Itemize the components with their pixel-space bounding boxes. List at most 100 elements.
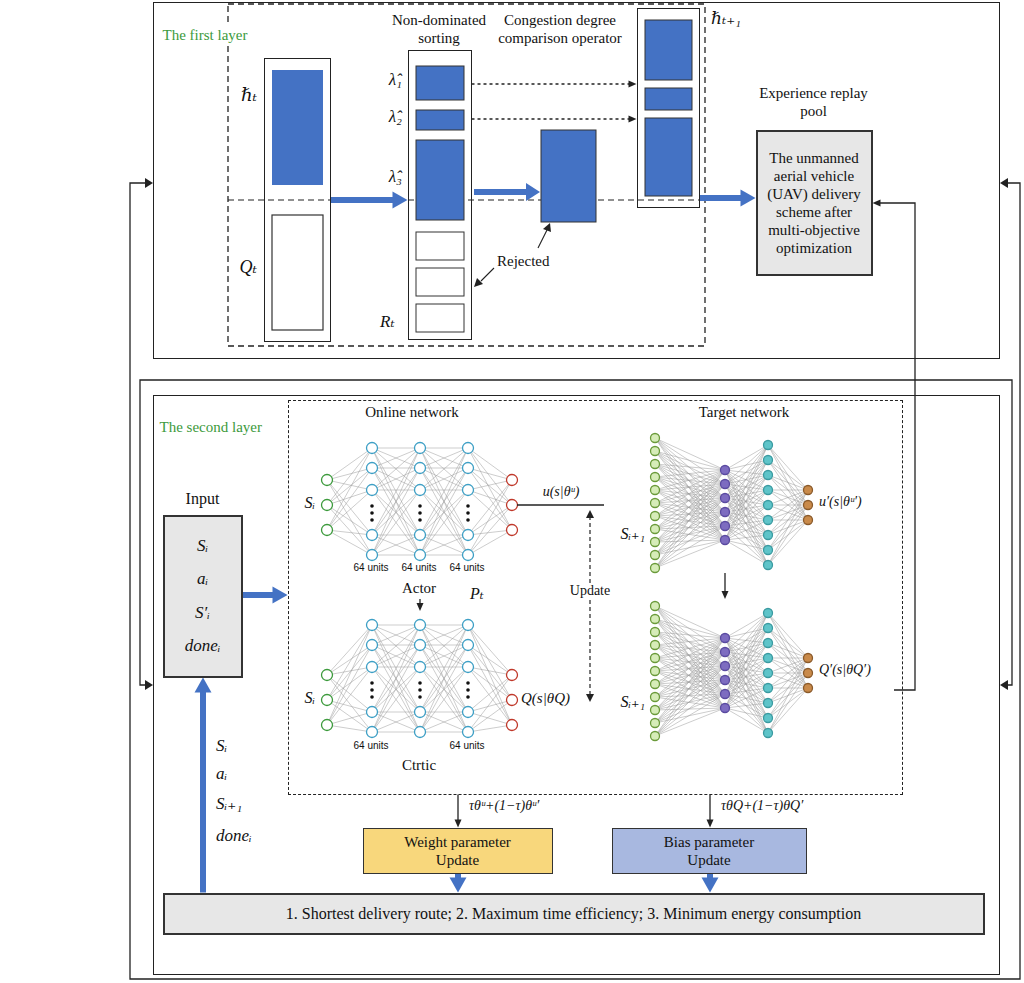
neuron (764, 609, 773, 618)
front-symbol: λ̂₂ (389, 107, 402, 127)
network-link (468, 625, 512, 700)
input-symbol: Sᵢ (216, 736, 227, 756)
network-link (420, 448, 468, 490)
population-column: ℏₜQₜ (264, 58, 331, 342)
update-box: Bias parameter Update (612, 828, 807, 874)
network-link (372, 625, 420, 626)
network-link (655, 694, 725, 710)
network-link (725, 666, 768, 718)
network-link (725, 470, 768, 520)
neuron (463, 485, 474, 496)
network-link (725, 638, 768, 688)
neuron (507, 475, 518, 486)
network-link (725, 658, 768, 666)
network-link (468, 645, 512, 700)
network-link (655, 666, 725, 710)
network-link (372, 625, 420, 732)
set-symbol: Rₜ (380, 312, 395, 332)
layer-title: The first layer (160, 26, 251, 44)
box-text: Bias parameter Update (653, 833, 766, 869)
neuron (463, 550, 474, 561)
network-link (655, 638, 725, 723)
network-link (372, 468, 420, 490)
network-link (655, 470, 725, 555)
network-link (327, 468, 372, 530)
input-symbol: Sᵢ (304, 493, 315, 512)
network-link (655, 484, 725, 516)
neuron (651, 434, 660, 443)
network-link (420, 625, 468, 626)
network-link (372, 667, 420, 712)
input-symbol: aᵢ (197, 569, 208, 589)
network-link (768, 613, 808, 673)
arrowhead (145, 178, 153, 188)
population-block (645, 118, 692, 196)
neuron (764, 654, 773, 663)
layer-size: 64 units (449, 740, 484, 752)
network-link (655, 498, 725, 568)
population-block (645, 20, 692, 80)
network-link (655, 666, 725, 723)
network-link (420, 468, 468, 490)
network-link (655, 638, 725, 645)
network-link (327, 667, 372, 700)
layer-size: 64 units (353, 562, 388, 574)
network-link (372, 625, 420, 667)
neuron (651, 667, 660, 676)
arrowhead (195, 678, 212, 693)
network-link (725, 673, 768, 680)
output-symbol: u′(s|θᵘ′) (819, 494, 862, 511)
network-link (372, 448, 420, 490)
neuron (322, 720, 333, 731)
layer-size: 64 units (353, 740, 388, 752)
neuron (415, 485, 426, 496)
neuron (507, 720, 518, 731)
network-link (372, 625, 420, 712)
neuron (367, 727, 378, 738)
network-link (420, 667, 468, 732)
network-link (420, 645, 468, 732)
network-link (655, 680, 725, 723)
divider-line (228, 199, 705, 200)
network-name: Actor (402, 579, 436, 597)
network-link (372, 645, 420, 646)
network-link (768, 445, 808, 505)
network-link (327, 480, 372, 535)
network-link (768, 658, 808, 718)
network-link (768, 460, 808, 505)
network-link (327, 530, 372, 555)
neuron (721, 494, 730, 503)
edge-label: u(s|θᵘ) (540, 484, 583, 501)
network-link (327, 490, 372, 505)
connector-line (243, 592, 276, 598)
network-link (655, 540, 725, 555)
network-link (655, 526, 725, 542)
network-link (725, 652, 768, 733)
network-link (655, 708, 725, 723)
network-link (327, 505, 372, 555)
network-link (725, 490, 768, 526)
connector-line (879, 203, 915, 690)
neuron (415, 550, 426, 561)
ellipsis-dot (466, 695, 470, 699)
leader-line (538, 230, 547, 248)
network-link (372, 468, 420, 469)
connector-line (724, 573, 725, 593)
network-link (725, 638, 768, 733)
network-link (725, 658, 768, 694)
network-link (768, 628, 808, 688)
ellipsis-dot (370, 695, 374, 699)
network-link (768, 628, 808, 673)
network-link (327, 725, 372, 732)
edge-label: τθᵘ+(1−τ)θᵘ′ (466, 798, 542, 815)
network-link (468, 725, 512, 732)
network-link (725, 694, 768, 733)
network-link (655, 652, 725, 736)
neuron (721, 648, 730, 657)
network-link (327, 625, 372, 675)
connector-line (472, 83, 631, 84)
network-link (725, 526, 768, 550)
neuron (463, 707, 474, 718)
network-link (768, 460, 808, 490)
